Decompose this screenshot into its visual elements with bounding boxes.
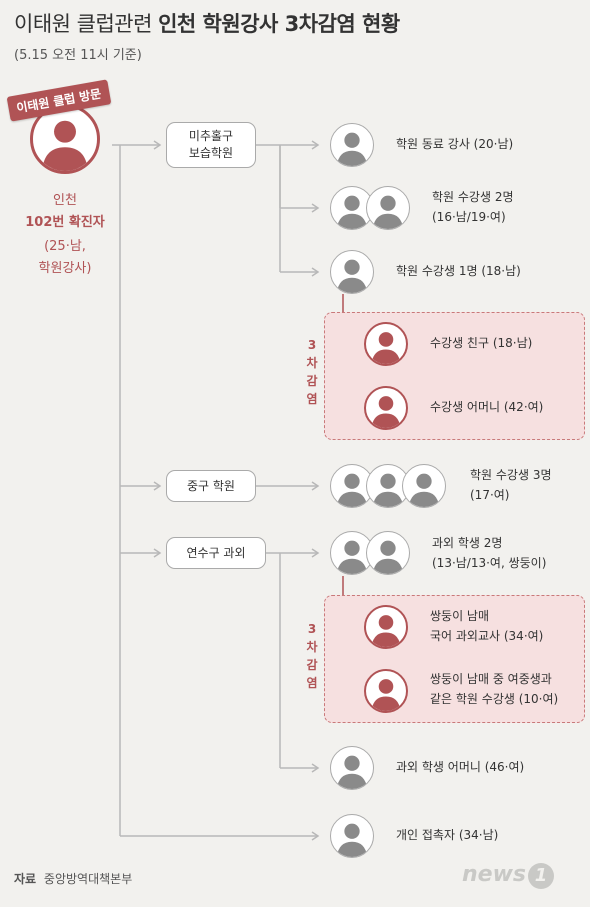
person-icon [330, 464, 374, 508]
person-label-p7b: (13·남/13·여, 쌍둥이) [432, 556, 547, 570]
logo-text: news [462, 862, 527, 887]
tag-char: 3 [307, 338, 317, 352]
person-label-p9a: 쌍둥이 남매 중 여중생과 [430, 672, 552, 686]
person-icon [330, 746, 374, 790]
person-icon [366, 531, 410, 575]
person-icon [330, 123, 374, 167]
person-label-p4: 수강생 친구 (18·남) [430, 336, 533, 350]
infected-person-icon [364, 386, 408, 430]
person-label-p6a: 학원 수강생 3명 [470, 468, 552, 482]
tertiary-infection-zone-1 [324, 312, 585, 440]
person-icon [42, 120, 88, 171]
infected-person-icon [364, 322, 408, 366]
person-label-p6b: (17·여) [470, 488, 510, 502]
source-case-label-3: (25·남, [44, 239, 86, 254]
person-label-p8b: 국어 과외교사 (34·여) [430, 629, 544, 643]
tag-char: 감 [306, 658, 318, 672]
logo-number: 1 [528, 863, 555, 889]
tag-char: 염 [306, 392, 318, 406]
group-yeonsu-tutoring: 연수구 과외 [166, 537, 266, 569]
person-label-p5: 수강생 어머니 (42·여) [430, 400, 544, 414]
infected-person-icon [364, 669, 408, 713]
tag-char: 차 [306, 640, 318, 654]
person-label-p2b: (16·남/19·여) [432, 210, 506, 224]
source-case-label-2: 102번 확진자 [25, 215, 105, 230]
tertiary-tag-1: 3 차 감 염 [305, 336, 319, 408]
tag-char: 3 [307, 622, 317, 636]
person-icon [366, 186, 410, 230]
source-case-label-4: 학원강사) [38, 261, 92, 276]
group-label-2: 중구 학원 [187, 478, 235, 493]
person-label-p3: 학원 수강생 1명 (18·남) [396, 264, 521, 278]
page-subtitle: (5.15 오전 11시 기준) [14, 48, 142, 63]
person-label-p11: 개인 접촉자 (34·남) [396, 828, 499, 842]
tag-char: 염 [306, 676, 318, 690]
source-value: 중앙방역대책본부 [43, 872, 133, 886]
person-icon [402, 464, 446, 508]
source-case-label-1: 인천 [53, 193, 77, 208]
person-label-p1: 학원 동료 강사 (20·남) [396, 137, 514, 151]
group-label-1b: 보습학원 [188, 146, 234, 160]
person-icon [366, 464, 410, 508]
person-label-p10: 과외 학생 어머니 (46·여) [396, 760, 525, 774]
tertiary-tag-2: 3 차 감 염 [305, 620, 319, 692]
title-bold: 인천 학원강사 3차감염 현황 [158, 12, 400, 36]
person-label-p2a: 학원 수강생 2명 [432, 190, 514, 204]
group-label-1a: 미추홀구 [188, 129, 234, 143]
source-key: 자료 [14, 872, 37, 886]
person-label-p9b: 같은 학원 수강생 (10·여) [430, 692, 559, 706]
person-icon [330, 814, 374, 858]
title-light: 이태원 클럽관련 [14, 12, 152, 36]
tag-char: 차 [306, 356, 318, 370]
person-icon [330, 250, 374, 294]
group-michuhol-academy: 미추홀구 보습학원 [166, 122, 256, 168]
source-credit: 자료 중앙방역대책본부 [14, 870, 132, 887]
group-junggu-academy: 중구 학원 [166, 470, 256, 502]
group-label-3: 연수구 과외 [186, 545, 246, 560]
page-title: 이태원 클럽관련 인천 학원강사 3차감염 현황 [14, 8, 400, 38]
tag-char: 감 [306, 374, 318, 388]
infected-person-icon [364, 605, 408, 649]
person-label-p7a: 과외 학생 2명 [432, 536, 503, 550]
person-label-p8a: 쌍둥이 남매 [430, 609, 490, 623]
